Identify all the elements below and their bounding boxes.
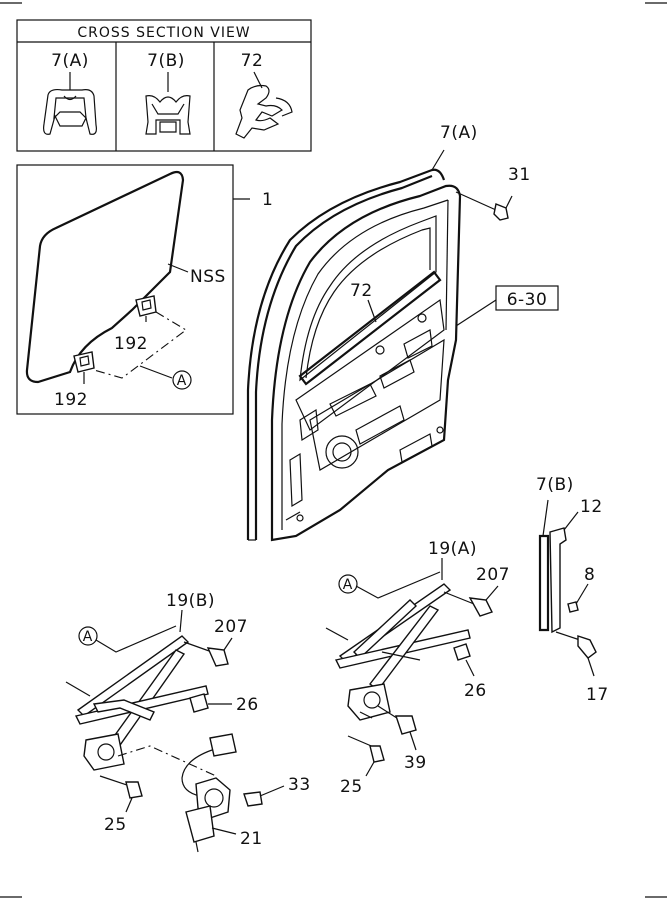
regulator-b-roller bbox=[189, 693, 209, 713]
ref-box-6-30 bbox=[495, 285, 559, 311]
callout-31: 31 bbox=[508, 165, 531, 185]
glass-clip-upper bbox=[135, 295, 157, 317]
callout-72-door: 72 bbox=[350, 281, 373, 301]
svg-text:A: A bbox=[343, 577, 354, 593]
callout-26-a: 26 bbox=[464, 681, 487, 701]
ref-circle-a-reg-a bbox=[338, 574, 358, 594]
door-window-opening bbox=[299, 215, 437, 382]
callout-1: 1 bbox=[262, 190, 273, 210]
callout-25-a: 25 bbox=[340, 777, 363, 797]
callout-26-b: 26 bbox=[236, 695, 259, 715]
regulator-a-bolt-207 bbox=[468, 597, 493, 617]
regulator-b-gear bbox=[83, 733, 125, 771]
regulator-a-bolt-25 bbox=[369, 745, 385, 763]
callout-39: 39 bbox=[404, 753, 427, 773]
regulator-a-roller bbox=[453, 643, 471, 661]
channel-rail-12 bbox=[549, 527, 567, 634]
callout-21: 21 bbox=[240, 829, 263, 849]
cross-section-title: CROSS SECTION VIEW bbox=[77, 25, 250, 41]
svg-text:A: A bbox=[177, 373, 188, 389]
callout-207-a: 207 bbox=[476, 565, 510, 585]
callout-207-b: 207 bbox=[214, 617, 248, 637]
callout-7b-channel: 7(B) bbox=[536, 475, 574, 495]
weatherstrip-b-profile bbox=[145, 72, 191, 135]
callout-12: 12 bbox=[580, 497, 603, 517]
channel-small-screw bbox=[567, 583, 589, 613]
callout-19a: 19(A) bbox=[428, 539, 477, 559]
door-inner-panel bbox=[285, 298, 445, 522]
door-frame bbox=[270, 184, 462, 542]
callout-17: 17 bbox=[586, 685, 609, 705]
weatherstrip-a-profile bbox=[43, 72, 97, 135]
channel-strip-7b bbox=[538, 534, 550, 632]
callout-7a-door: 7(A) bbox=[440, 123, 478, 143]
glass-clip-lower bbox=[73, 351, 95, 373]
inner-strip-profile bbox=[235, 71, 293, 139]
svg-text:6-30: 6-30 bbox=[507, 290, 548, 310]
regulator-b-connector bbox=[209, 733, 237, 757]
ref-circle-a-reg-b bbox=[78, 626, 98, 646]
clip-label-upper: 192 bbox=[114, 334, 148, 354]
regulator-b-assembly: 19(B) A 207 26 21 bbox=[65, 591, 311, 853]
regulator-a-gear bbox=[347, 683, 391, 721]
channel-bolt bbox=[555, 631, 597, 677]
nss-label: NSS bbox=[190, 267, 226, 287]
svg-text:A: A bbox=[83, 629, 94, 645]
cross-section-panel: CROSS SECTION VIEW 7(A) 7(B) 72 bbox=[16, 19, 312, 152]
door-screw bbox=[455, 191, 513, 221]
door-inner-strip bbox=[298, 270, 442, 386]
callout-8: 8 bbox=[584, 565, 595, 585]
regulator-b-bolt-25 bbox=[125, 781, 143, 799]
door-weatherstrip bbox=[246, 168, 446, 540]
callout-33: 33 bbox=[288, 775, 311, 795]
regulator-a-assembly: 19(A) A 207 26 39 25 bbox=[325, 539, 510, 797]
regulator-b-bolt-207 bbox=[206, 647, 229, 667]
cross-section-label-7b: 7(B) bbox=[147, 51, 185, 71]
callout-19b: 19(B) bbox=[166, 591, 215, 611]
channel-assembly: 7(B) 12 8 17 bbox=[536, 475, 609, 705]
door-assembly: 7(A) 72 bbox=[246, 123, 559, 542]
glass-panel-box: 1 NSS 192 192 A bbox=[16, 164, 273, 415]
ref-circle-a-glass bbox=[172, 370, 192, 390]
cross-section-label-7a: 7(A) bbox=[51, 51, 89, 71]
callout-25-b: 25 bbox=[104, 815, 127, 835]
cross-section-label-72: 72 bbox=[241, 51, 264, 71]
door-glass bbox=[25, 170, 185, 384]
regulator-b-screw bbox=[243, 791, 263, 807]
regulator-a-cap bbox=[395, 715, 417, 735]
clip-label-lower: 192 bbox=[54, 390, 88, 410]
